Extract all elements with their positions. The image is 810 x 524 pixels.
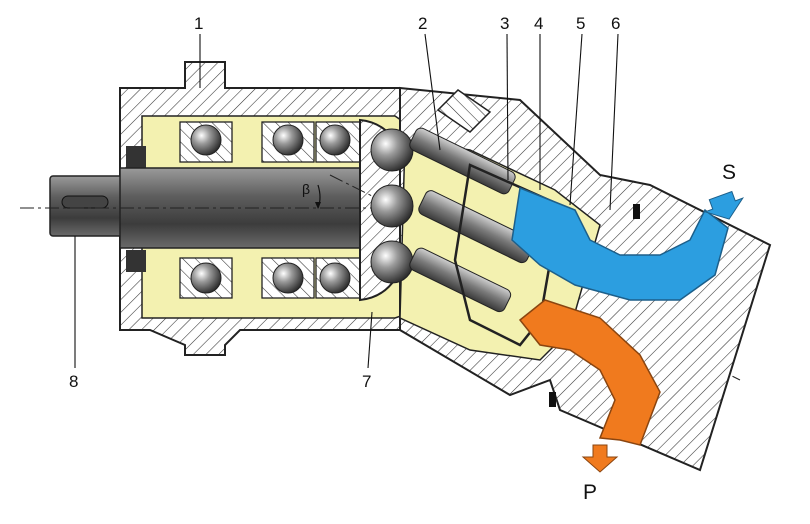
bearing-set-bottom bbox=[179, 257, 361, 299]
callout-1: 1 bbox=[194, 14, 204, 33]
tilt-angle-arrow bbox=[315, 202, 321, 209]
tilt-angle-label: β bbox=[302, 181, 311, 197]
callout-6: 6 bbox=[611, 14, 621, 33]
pressure-port-label: P bbox=[583, 481, 598, 504]
callout-3: 3 bbox=[500, 14, 510, 33]
suction-channel bbox=[511, 186, 729, 301]
pressure-channel bbox=[518, 299, 661, 446]
bearing-set-top bbox=[179, 121, 361, 163]
leader-lines bbox=[74, 33, 619, 369]
seal-bottom bbox=[549, 392, 556, 407]
shaft-seal-top bbox=[126, 146, 146, 168]
callout-2: 2 bbox=[418, 14, 428, 33]
threaded-boss bbox=[436, 89, 492, 133]
suction-arrow bbox=[703, 190, 745, 220]
shaft-seal-bottom bbox=[126, 250, 146, 272]
callout-4: 4 bbox=[534, 14, 544, 33]
ball-joint-bottom bbox=[370, 240, 414, 284]
callout-8: 8 bbox=[69, 372, 79, 391]
callout-5: 5 bbox=[576, 14, 586, 33]
suction-port-label: S bbox=[722, 161, 737, 184]
ball-joint-top bbox=[370, 128, 414, 172]
ball-joint-middle bbox=[370, 184, 414, 228]
pressure-arrow bbox=[581, 444, 619, 473]
callout-7: 7 bbox=[362, 372, 372, 391]
seal-top bbox=[633, 204, 640, 219]
